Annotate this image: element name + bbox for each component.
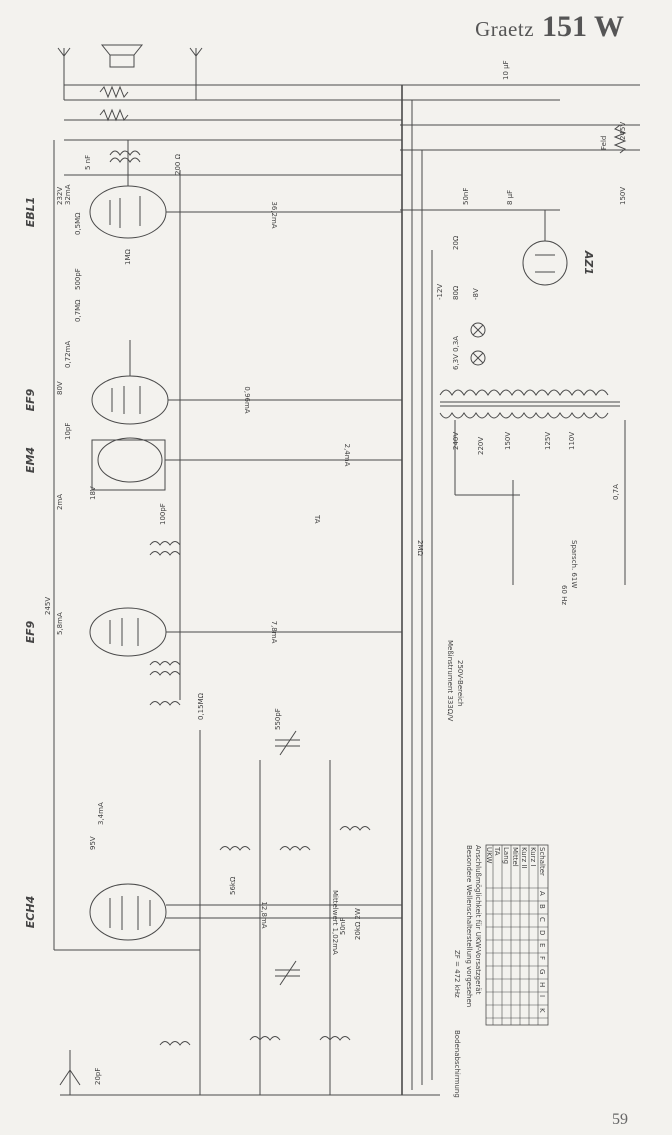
voltage-ef9-if: 245V [44,597,52,615]
value-015mohm: 0,15MΩ [197,692,205,720]
value-5nf: 5 nF [84,155,92,170]
switch-col-a: A [538,891,546,896]
label-neg8: -8V [472,288,480,300]
note-bottom: Bodenabschirmung [453,1030,461,1098]
label-ef9-af: EF9 [24,388,37,411]
switch-col-g: G [538,969,546,974]
value-10pf: 10pF [64,423,72,440]
value-500pf: 500pF [74,268,82,290]
note-meter-range: 250V-Bereich [456,660,464,706]
label-heater: 6,3V 0,3A [452,336,460,370]
label-tap-150: 150V [504,432,512,450]
switch-row-kurz2: Kurz II [520,847,528,869]
tube-ef9-af [91,375,169,425]
label-tap-220: 220V [477,437,485,455]
screen-ef9-if: 5,8mA [56,612,64,635]
value-50nf: 50nF [339,918,347,935]
note-oscillator: Mittelwert 1,02mA [331,890,339,955]
tube-az1 [522,240,568,286]
value-200ohm: 200 Ω [174,153,182,175]
value-05mohm: 0,5MΩ [74,212,82,235]
label-cap50n: 50nF [462,188,470,205]
label-em4: EM4 [24,447,37,473]
tube-ef9-if [89,607,167,657]
current-ef9-if: 7,8mA [270,621,278,644]
screen-ech4: 3,4mA [97,802,105,825]
page-number: 59 [612,1111,628,1128]
label-neg12: -12V [436,284,444,300]
switch-col-f: F [538,956,546,960]
value-56kohm: 56kΩ [229,876,237,895]
current-ebl1: 36,2mA [270,201,278,228]
pilot-lamp [470,350,486,366]
switch-row-mittel: Mittel [511,847,519,867]
label-150v: 150V [619,187,627,205]
label-ef9-if: EF9 [24,620,37,643]
switch-note-2: Besondere Wellenschalterstellung vorgese… [465,845,473,1007]
current-ech4: 12,8mA [260,901,268,928]
label-tap-240: 240V [452,432,460,450]
switch-row-lang: Lang [502,847,510,864]
value-2mohm: 2MΩ [416,540,424,556]
switch-col-c: C [538,917,546,922]
switch-col-k: K [538,1008,546,1013]
switch-row-ukw: UKW [485,847,493,863]
current-ef9-af: 0,96mA [243,386,251,413]
label-ech4: ECH4 [24,896,37,928]
value-07mohm: 0,7MΩ [74,299,82,322]
label-tap-110: 110V [568,432,576,450]
label-r20: 20Ω [452,235,460,250]
note-if: ZF = 472 kHz [453,950,461,998]
value-550pf: 550pF [274,708,282,730]
voltage-em4: 18V [89,486,97,500]
value-100pf: 100pF [159,503,167,525]
loudspeaker [109,54,135,68]
schematic-title: Graetz 151 W [475,10,624,44]
label-cap10: 10 µF [502,60,510,80]
label-tap-125: 125V [544,432,552,450]
switch-col-i: I [538,995,546,997]
screen-em4: 2mA [56,494,64,510]
screen-ebl1: 32mA [64,184,72,205]
switch-row-kurz1: Kurz I [529,847,537,867]
switch-table: Schalter Kurz I Kurz II Mittel Lang TA U… [465,844,549,1026]
value-20kohm: 20kΩ 2W [354,908,362,940]
label-cap8: 8 µF [506,190,514,205]
screen-ef9-af: 0,72mA [64,341,72,368]
model-number: 151 W [542,10,624,43]
note-meter: Meßinstrument 333Ω/V [446,640,454,721]
label-fuse: 0,7A [612,484,620,500]
brand-name: Graetz [475,17,535,41]
label-r80: 80Ω [452,285,460,300]
switch-col-e: E [538,943,546,947]
label-245v: 245V [619,122,627,140]
switch-col-h: H [538,982,546,987]
switch-col-d: D [538,930,546,935]
value-20pf: 20pF [94,1068,102,1085]
tube-em4 [91,439,166,491]
power-transformer [439,389,609,396]
label-az1: AZ1 [582,250,595,275]
label-mains-note: Sparsch. 61W [570,540,578,588]
label-ebl1: EBL1 [24,197,37,228]
switch-note-1: Anschlußmöglichkeit für UKW-Vorsatzgerät [474,845,482,995]
voltage-ef9-af: 80V [56,381,64,395]
value-ta: TA [313,514,321,524]
switch-row-ta: TA [493,846,501,856]
label-feld: Feld [600,136,608,150]
label-mains: 60 Hz [560,585,568,605]
pilot-lamp [470,322,486,338]
voltage-ech4: 95V [89,836,97,850]
tube-ebl1 [89,185,167,239]
current-em4: 2,4mA [343,444,351,467]
switch-col-b: B [538,904,546,909]
switch-table-header-label: Schalter [538,847,546,876]
value-1mohm: 1MΩ [124,249,132,265]
voltage-ebl1: 232V [56,187,64,205]
tube-ech4 [89,883,167,941]
